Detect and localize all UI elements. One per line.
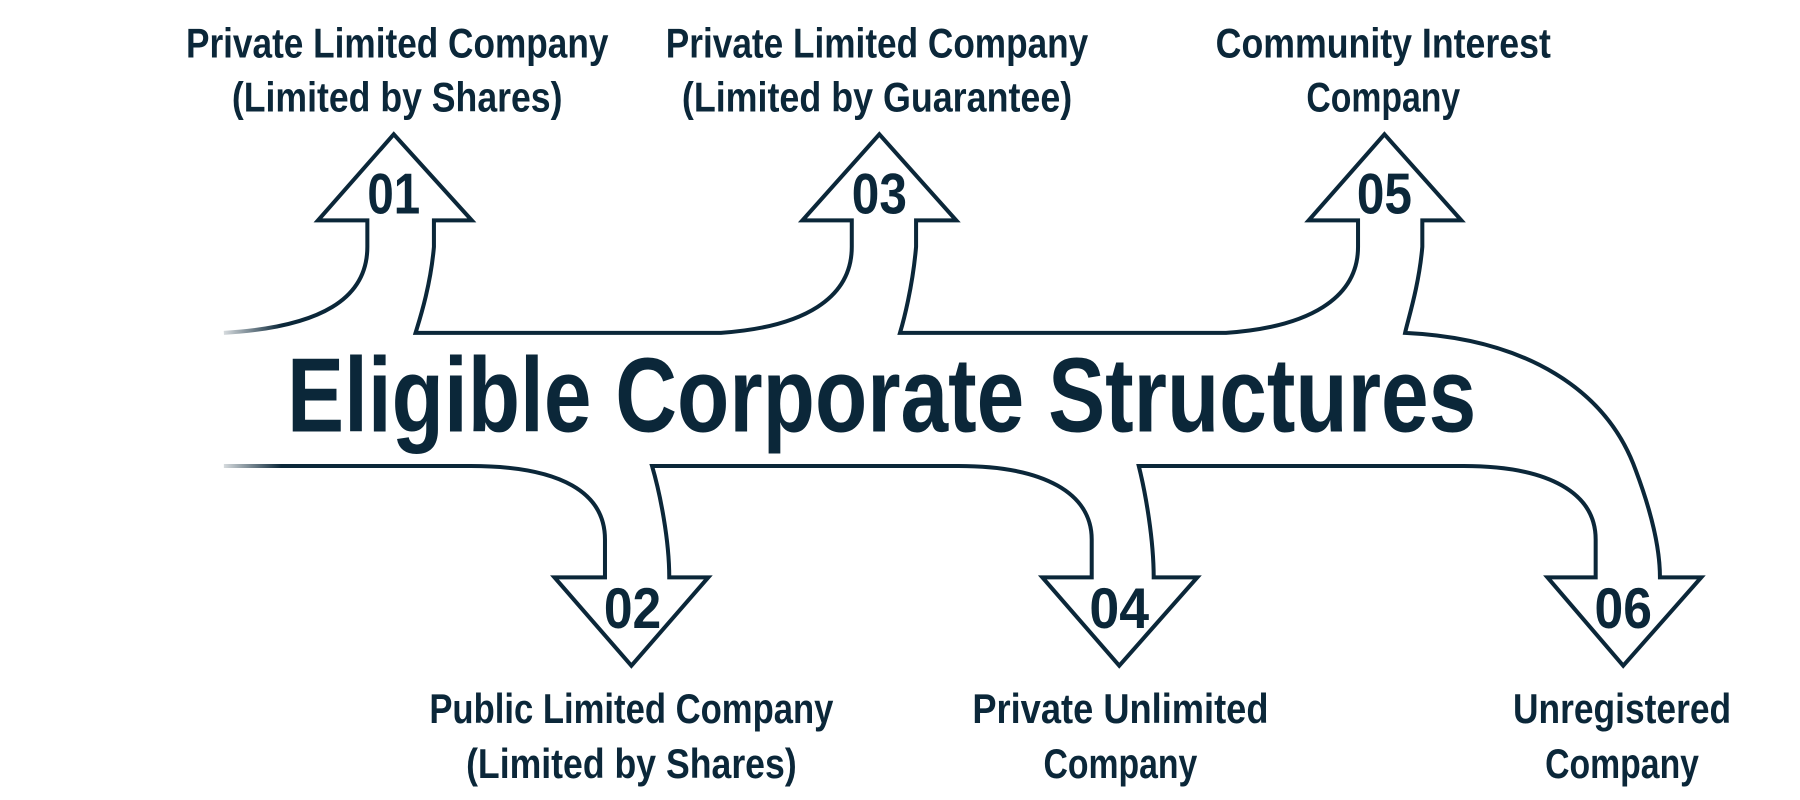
- item-03-label-line1: Private Limited Company: [666, 20, 1088, 66]
- item-04-label-line2: Company: [1043, 741, 1197, 787]
- item-02-label-line1: Public Limited Company: [429, 686, 833, 732]
- item-05-number: 05: [1357, 162, 1412, 226]
- item-05-label-line2: Company: [1306, 74, 1460, 120]
- item-01-label-line1: Private Limited Company: [186, 20, 608, 66]
- item-06-label-line1: Unregistered: [1513, 686, 1731, 732]
- item-05-label-line1: Community Interest: [1216, 20, 1551, 66]
- item-02-number: 02: [604, 577, 661, 641]
- item-03-number: 03: [852, 162, 907, 226]
- item-02-label-line2: (Limited by Shares): [466, 741, 797, 787]
- item-01-label-line2: (Limited by Shares): [232, 74, 563, 120]
- item-04-label-line1: Private Unlimited: [972, 686, 1268, 732]
- left-fade: [212, 309, 282, 483]
- item-06-number: 06: [1595, 577, 1652, 641]
- item-06-label-line2: Company: [1545, 741, 1699, 787]
- diagram-title: Eligible Corporate Structures: [287, 337, 1476, 455]
- item-03-label-line2: (Limited by Guarantee): [682, 74, 1072, 120]
- item-01-number: 01: [367, 162, 420, 226]
- item-04-number: 04: [1089, 577, 1149, 641]
- arrow-flow-outline: [223, 131, 1706, 669]
